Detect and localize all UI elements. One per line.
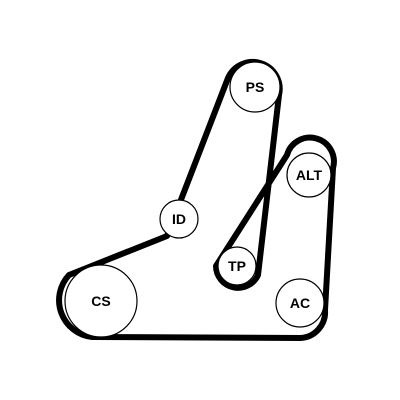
pulley-alt-label: ALT (296, 167, 323, 183)
pulley-tp-label: TP (228, 258, 246, 274)
pulley-id: ID (159, 199, 199, 239)
pulley-tp: TP (217, 246, 257, 286)
pulley-ps-label: PS (246, 79, 265, 95)
pulley-cs: CS (64, 264, 138, 338)
pulley-ps: PS (229, 61, 281, 113)
serpentine-belt (56, 58, 337, 341)
pulley-alt: ALT (286, 152, 332, 198)
pulley-cs-label: CS (91, 293, 110, 309)
pulley-id-label: ID (172, 211, 186, 227)
pulley-cs-circle (64, 264, 138, 338)
pulley-ac-circle (275, 278, 325, 328)
pulley-tp-circle (217, 246, 257, 286)
pulley-ac: AC (275, 278, 325, 328)
pulley-id-circle (159, 199, 199, 239)
pulley-alt-circle (286, 152, 332, 198)
pulley-ps-circle (229, 61, 281, 113)
pulley-ac-label: AC (290, 295, 310, 311)
